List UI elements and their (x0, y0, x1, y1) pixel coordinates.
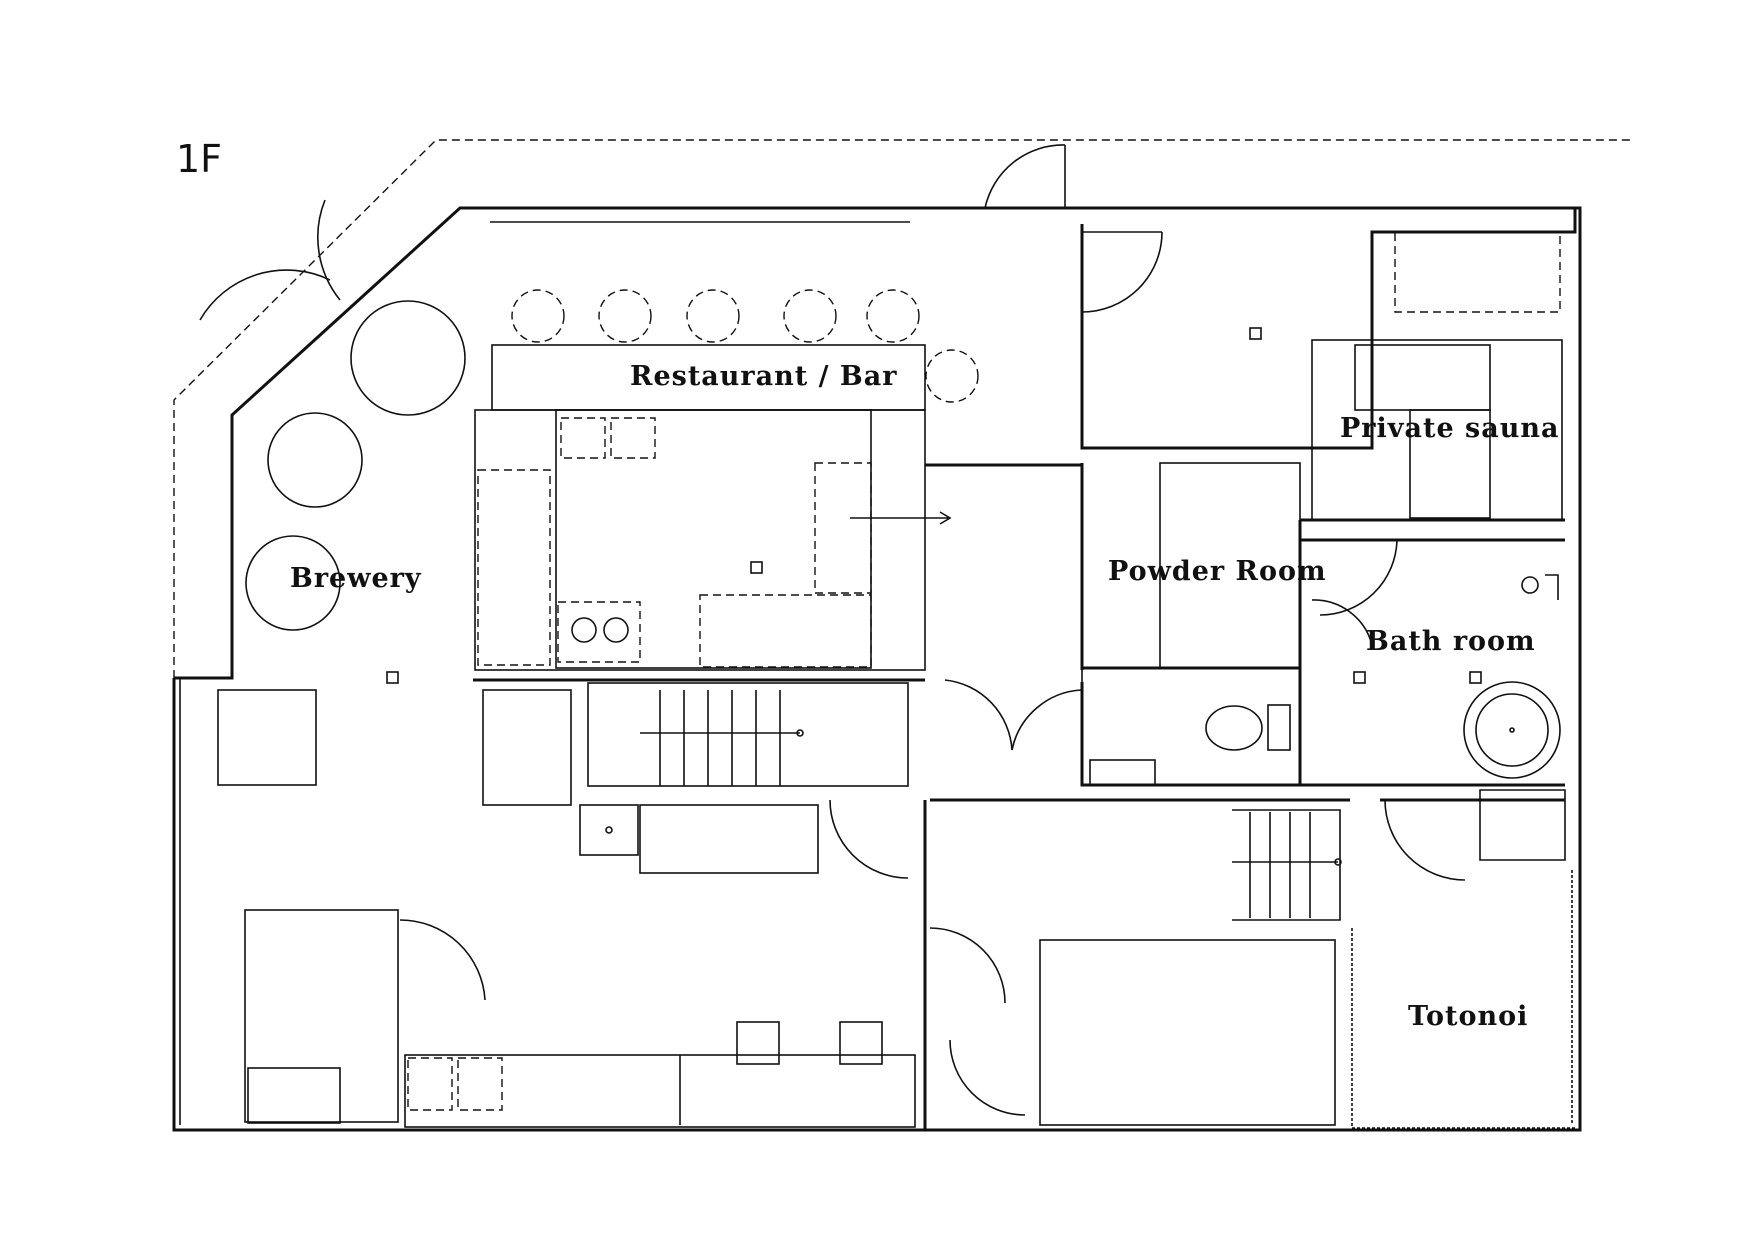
powder-room-fixtures (1081, 462, 1301, 786)
label-private-sauna: Private sauna (1340, 413, 1559, 444)
ceiling-markers (386, 327, 1482, 684)
stairs-rear (1232, 809, 1342, 921)
property-boundary (173, 139, 1630, 678)
stairs-main (587, 682, 909, 787)
bar-stools (511, 289, 979, 403)
label-brewery: Brewery (290, 563, 422, 594)
brewery-tanks (245, 300, 466, 631)
bath-tub (1463, 574, 1566, 861)
interior-walls (473, 224, 1565, 1130)
label-restaurant-bar: Restaurant / Bar (630, 361, 897, 392)
bar-counter (474, 344, 952, 671)
label-powder-room: Powder Room (1108, 556, 1327, 587)
label-totonoi: Totonoi (1408, 1001, 1528, 1032)
label-bath-room: Bath room (1366, 626, 1536, 657)
doors (199, 144, 1466, 1116)
exterior-walls (172, 206, 1582, 1132)
sauna-benches (1311, 231, 1563, 521)
floor-label: 1F (176, 137, 222, 181)
furniture (217, 689, 916, 1128)
totonoi-area (1039, 870, 1575, 1129)
